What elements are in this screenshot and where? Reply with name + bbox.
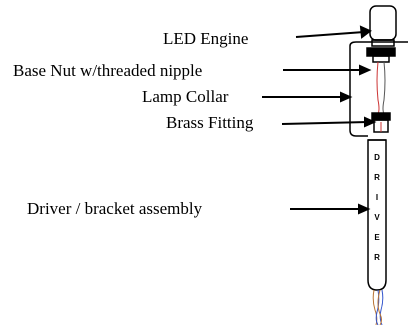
driver-letter-i: I <box>375 193 379 202</box>
led-engine-shape <box>369 5 397 47</box>
base-nut-shape <box>366 47 396 63</box>
driver-letter-r2: R <box>374 253 380 262</box>
driver-body <box>367 139 387 291</box>
label-base-nut: Base Nut w/threaded nipple <box>13 61 203 80</box>
upper-wires <box>376 61 386 115</box>
driver-letter-e: E <box>374 233 380 242</box>
driver-letter-r1: R <box>374 173 380 182</box>
arrow-brass-fitting <box>281 121 369 125</box>
arrow-led-engine <box>295 31 365 38</box>
brass-fitting-shape <box>371 112 391 133</box>
lamp-collar-bracket <box>349 41 408 137</box>
label-lamp-collar: Lamp Collar <box>142 87 229 106</box>
driver-letter-v: V <box>374 213 380 222</box>
driver-letter-d: D <box>374 153 380 162</box>
bottom-wires <box>372 289 384 325</box>
label-brass-fitting: Brass Fitting <box>166 113 254 132</box>
label-driver-bracket: Driver / bracket assembly <box>27 199 203 218</box>
arrows <box>262 25 377 215</box>
label-led-engine: LED Engine <box>163 29 249 48</box>
